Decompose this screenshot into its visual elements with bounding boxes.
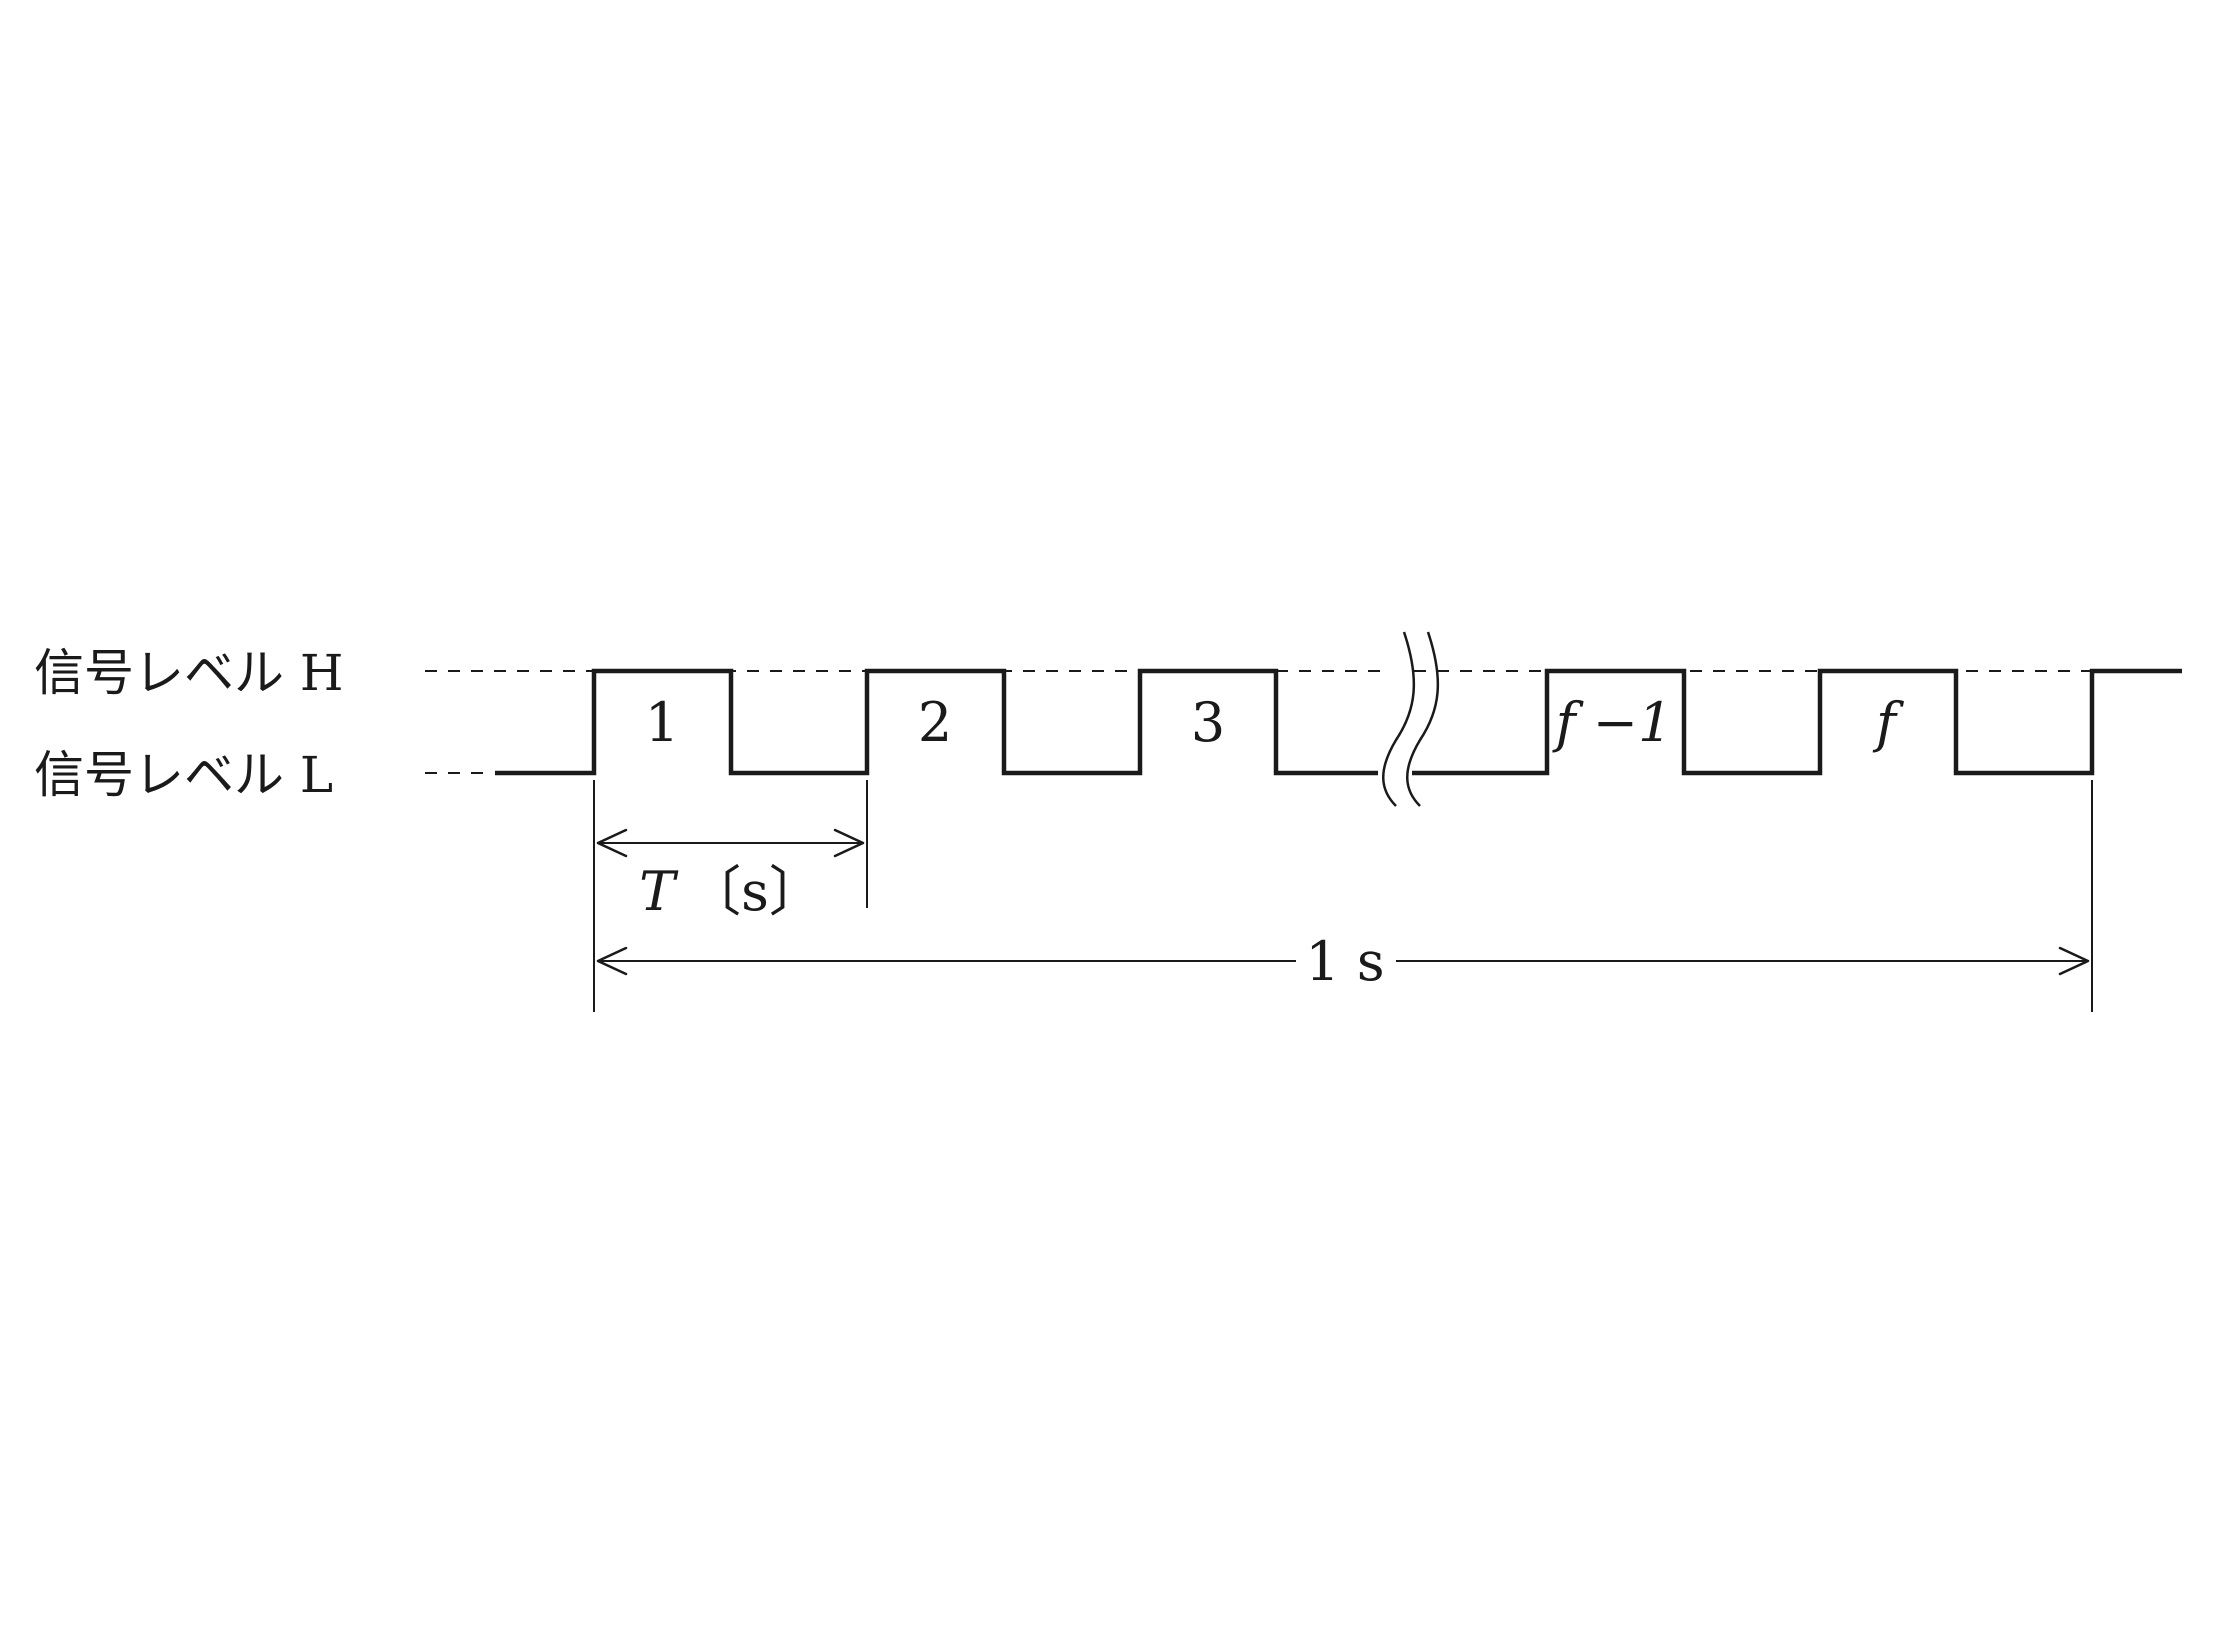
pulse-label-f: f xyxy=(1872,691,1904,754)
signal-waveform-right xyxy=(1412,668,2182,776)
level-high-label: 信号レベル H xyxy=(34,644,344,702)
pulse-label-f-minus-1: f −1 xyxy=(1552,691,1673,754)
total-dimension-label: 1 s xyxy=(1305,930,1384,993)
period-unit: 〔s〕 xyxy=(687,860,823,923)
period-dimension-arrow xyxy=(596,828,865,858)
period-symbol: T xyxy=(639,860,679,923)
total-dimension-arrow xyxy=(596,946,2090,976)
pulse-label-2: 2 xyxy=(918,691,952,754)
pulse-label-3: 3 xyxy=(1191,691,1225,754)
signal-waveform-left xyxy=(495,668,1378,776)
pulse-label-1: 1 xyxy=(645,691,679,754)
break-mark xyxy=(1380,630,1440,810)
period-dimension-label: T〔s〕 xyxy=(639,860,823,923)
level-low-label: 信号レベル L xyxy=(34,746,333,804)
